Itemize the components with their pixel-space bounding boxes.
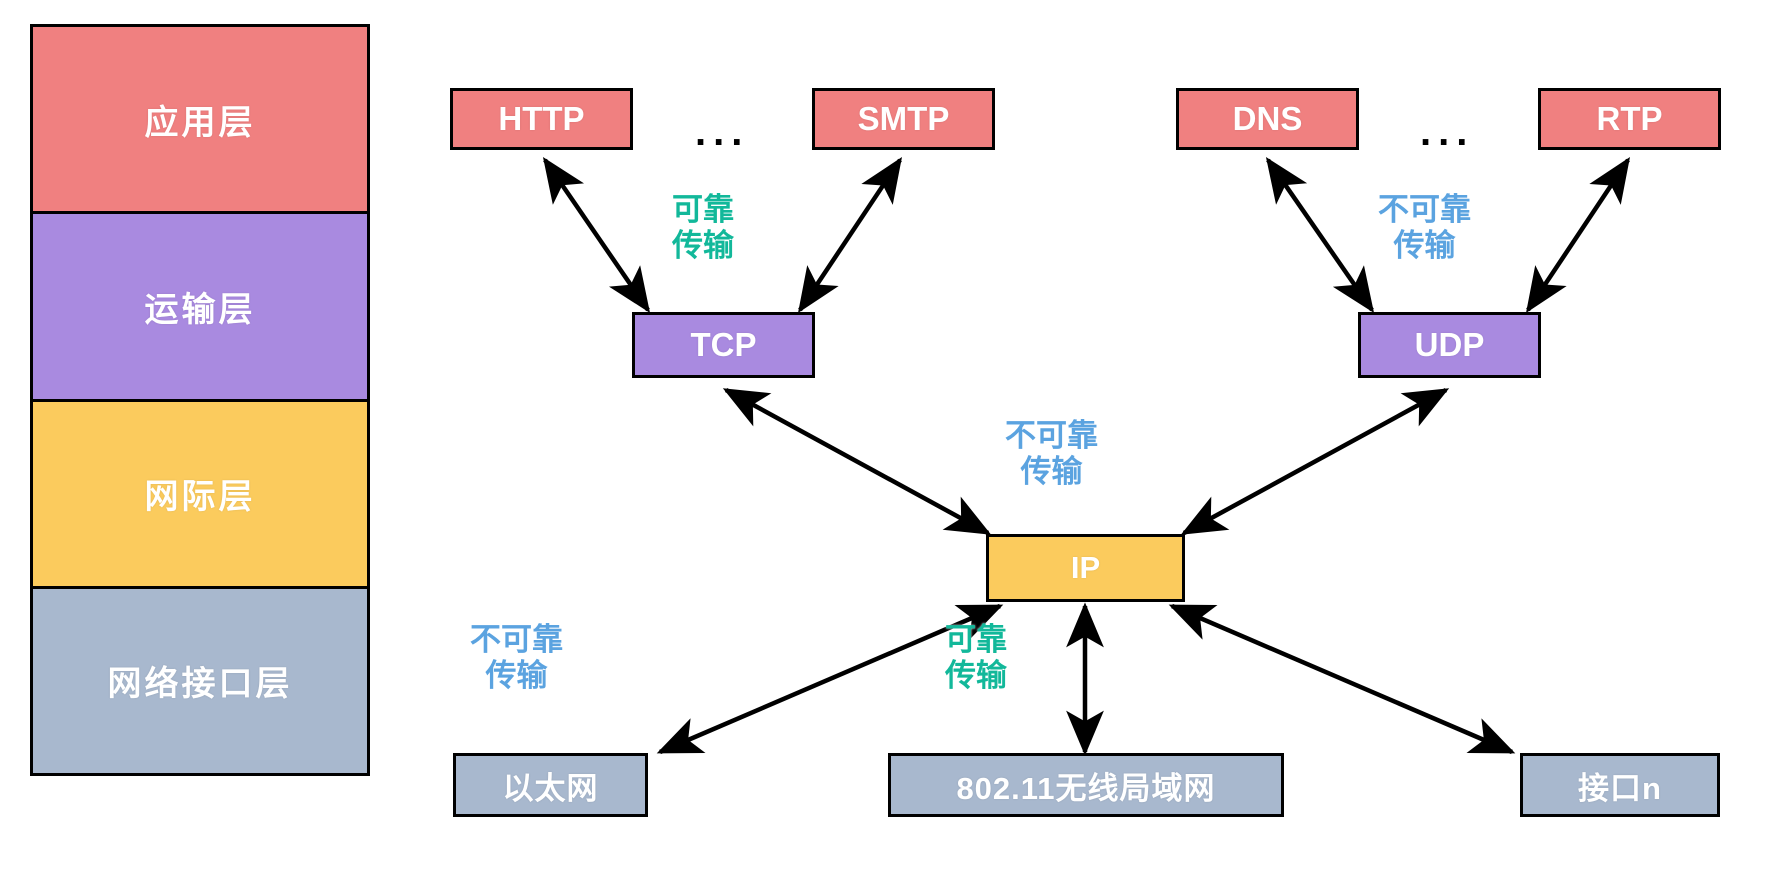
arrow-label-line1: 不可靠 bbox=[1378, 192, 1471, 227]
stack-layer-label: 网络接口层 bbox=[107, 665, 293, 704]
arrow-label-wlan-reliable: 可靠 传输 bbox=[945, 622, 1007, 694]
arrow-udp-ip bbox=[1180, 388, 1450, 535]
arrow-label-tcp-reliable: 可靠 传输 bbox=[672, 192, 734, 264]
arrow-label-line1: 可靠 bbox=[672, 192, 734, 227]
arrow-label-line1: 不可靠 bbox=[470, 622, 563, 657]
protocol-box-label: SMTP bbox=[857, 100, 950, 137]
arrow-rtp-udp bbox=[1526, 157, 1630, 313]
protocol-box-label: UDP bbox=[1414, 326, 1485, 363]
protocol-box-rtp[interactable]: RTP bbox=[1538, 88, 1721, 150]
arrow-http-tcp bbox=[542, 157, 651, 313]
arrow-label-line2: 传输 bbox=[485, 657, 548, 693]
ellipsis-right: ... bbox=[1420, 112, 1474, 152]
protocol-box-label: IP bbox=[1070, 550, 1101, 585]
arrow-label-ethernet-unreliable: 不可靠 传输 bbox=[470, 622, 563, 694]
ellipsis-left: ... bbox=[695, 112, 749, 152]
arrow-label-line2: 传输 bbox=[1020, 453, 1083, 489]
stack-layer-label: 应用层 bbox=[144, 103, 256, 142]
ellipsis-text: ... bbox=[695, 110, 750, 154]
protocol-box-label: 接口n bbox=[1578, 770, 1662, 806]
protocol-box-label: TCP bbox=[690, 326, 757, 363]
protocol-box-smtp[interactable]: SMTP bbox=[812, 88, 995, 150]
protocol-box-tcp[interactable]: TCP bbox=[632, 312, 815, 378]
ellipsis-text: ... bbox=[1420, 110, 1475, 154]
stack-layer-label: 网际层 bbox=[144, 478, 256, 517]
protocol-box-wlan-802-11[interactable]: 802.11无线局域网 bbox=[888, 753, 1284, 817]
arrow-label-line2: 传输 bbox=[945, 657, 1007, 693]
protocol-box-dns[interactable]: DNS bbox=[1176, 88, 1359, 150]
protocol-box-ethernet[interactable]: 以太网 bbox=[453, 753, 648, 817]
stack-layer-transport: 运输层 bbox=[33, 214, 367, 402]
protocol-box-http[interactable]: HTTP bbox=[450, 88, 633, 150]
protocol-box-interface-n[interactable]: 接口n bbox=[1520, 753, 1720, 817]
stack-layer-internet: 网际层 bbox=[33, 401, 367, 589]
protocol-box-label: HTTP bbox=[498, 100, 585, 137]
arrow-label-udp-unreliable: 不可靠 传输 bbox=[1378, 192, 1471, 264]
protocol-box-ip[interactable]: IP bbox=[986, 534, 1185, 602]
arrow-label-line1: 不可靠 bbox=[1005, 418, 1098, 453]
arrow-smtp-tcp bbox=[798, 157, 902, 313]
arrow-ip-interface-n bbox=[1168, 603, 1516, 755]
protocol-box-label: 802.11无线局域网 bbox=[956, 770, 1216, 806]
arrow-label-line1: 可靠 bbox=[945, 622, 1007, 657]
arrow-dns-udp bbox=[1265, 157, 1375, 313]
arrow-tcp-ip bbox=[722, 388, 992, 535]
arrow-label-line2: 传输 bbox=[672, 227, 734, 263]
protocol-box-label: 以太网 bbox=[502, 770, 599, 806]
stack-layer-label: 运输层 bbox=[144, 290, 256, 329]
arrow-label-ip-unreliable: 不可靠 传输 bbox=[1005, 418, 1098, 490]
stack-layer-application: 应用层 bbox=[33, 27, 367, 215]
protocol-box-label: RTP bbox=[1596, 100, 1663, 137]
arrow-label-line2: 传输 bbox=[1393, 227, 1456, 263]
protocol-box-label: DNS bbox=[1232, 100, 1303, 137]
layer-stack: 应用层 运输层 网际层 网络接口层 bbox=[30, 24, 370, 776]
protocol-box-udp[interactable]: UDP bbox=[1358, 312, 1541, 378]
stack-layer-network-interface: 网络接口层 bbox=[33, 588, 367, 773]
